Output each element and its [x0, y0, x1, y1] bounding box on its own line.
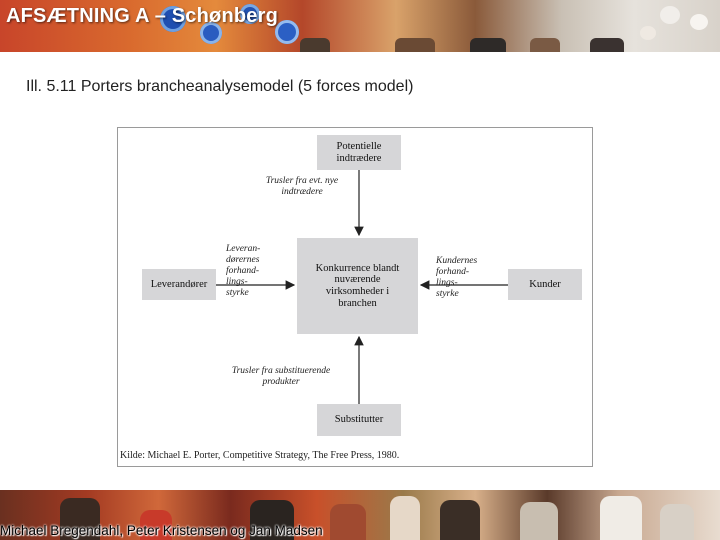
note-line: dørernes	[226, 254, 260, 265]
banner-photo-detail	[330, 504, 366, 540]
banner-photo-detail	[60, 498, 100, 540]
header-banner: AFSÆTNING A – Schønberg	[0, 0, 720, 52]
figure-caption: Ill. 5.11 Porters brancheanalysemodel (5…	[26, 78, 414, 95]
banner-photo-detail	[470, 38, 506, 52]
threat-of-substitutes-note: Trusler fra substituerende produkter	[222, 366, 340, 388]
diagram-arrows	[216, 170, 508, 404]
banner-photo-detail	[660, 6, 680, 24]
banner-photo-detail	[440, 500, 480, 540]
substitutes-box: Substitutter	[317, 404, 401, 436]
banner-photo-detail	[690, 14, 708, 30]
box-label: virksomheder i	[325, 286, 390, 297]
banner-photo-detail	[160, 6, 186, 32]
box-label: nuværende	[334, 274, 381, 286]
banner-photo-detail	[530, 38, 560, 52]
note-line: indtrædere	[281, 186, 323, 197]
note-line: styrke	[226, 287, 249, 298]
note-line: forhand-	[226, 265, 260, 276]
note-line: Trusler fra substituerende	[231, 366, 331, 376]
buyers-box: Kunder	[508, 269, 582, 300]
note-line: Kundernes	[436, 256, 478, 266]
banner-photo-detail	[240, 4, 260, 24]
author-credits: Michael Bregendahl, Peter Kristensen og …	[0, 523, 323, 538]
banner-photo-detail	[275, 20, 299, 44]
box-label: Kunder	[529, 278, 561, 290]
note-line: Trusler fra evt. nye	[265, 176, 339, 186]
banner-photo-detail	[250, 500, 294, 540]
banner-photo-detail	[395, 38, 435, 52]
note-line: styrke	[436, 288, 459, 299]
buyer-power-note: Kundernes forhand- lings- styrke	[436, 256, 492, 300]
threat-of-entrants-note: Trusler fra evt. nye indtrædere	[254, 176, 350, 198]
source-citation: Kilde: Michael E. Porter, Competitive St…	[120, 450, 400, 461]
box-label: branchen	[338, 297, 377, 309]
banner-photo-detail	[300, 38, 330, 52]
note-line: produkter	[262, 376, 300, 387]
box-label: Potentielle	[336, 140, 382, 152]
note-line: Leveran-	[226, 244, 261, 254]
note-line: forhand-	[436, 266, 470, 277]
banner-photo-detail	[640, 26, 656, 40]
banner-photo-detail	[520, 502, 558, 540]
banner-photo-detail	[200, 22, 222, 44]
note-line: lings-	[226, 276, 248, 287]
box-label: Substitutter	[334, 414, 384, 426]
box-label: Leverandører	[150, 278, 208, 290]
banner-photo-detail	[390, 496, 420, 540]
box-label: indtrædere	[336, 152, 382, 164]
supplier-power-note: Leveran- dørernes forhand- lings- styrke	[226, 244, 288, 299]
industry-rivalry-box: Konkurrence blandt nuværende virksomhede…	[297, 238, 418, 334]
banner-photo-detail	[660, 504, 694, 540]
slide-title: AFSÆTNING A – Schønberg	[6, 5, 279, 27]
banner-photo-detail	[600, 496, 642, 540]
banner-photo-detail	[140, 510, 172, 540]
footer-banner	[0, 490, 720, 540]
banner-photo-detail	[590, 38, 624, 52]
box-label: Konkurrence blandt	[315, 262, 400, 274]
suppliers-box: Leverandører	[142, 269, 216, 300]
note-line: lings-	[436, 277, 458, 288]
